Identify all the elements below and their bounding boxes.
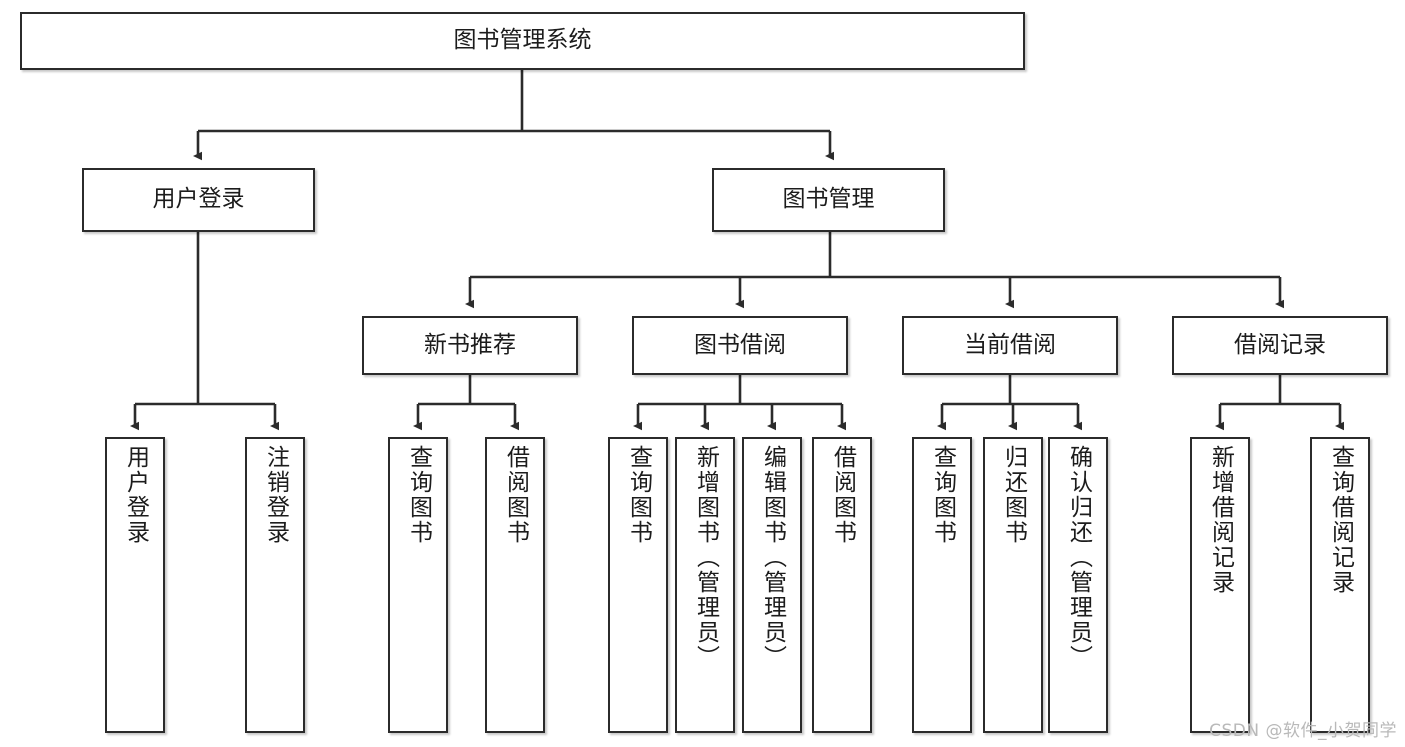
- leaf-query-borrow-record[interactable]: 查询借阅记录: [1310, 437, 1370, 733]
- leaf-label: 新增借阅记录: [1207, 445, 1234, 595]
- node-user-login[interactable]: 用户登录: [82, 168, 315, 232]
- leaf-label: 归还图书: [1000, 445, 1027, 545]
- leaf-label: 借阅图书: [502, 445, 529, 545]
- node-book-borrow[interactable]: 图书借阅: [632, 316, 848, 375]
- leaf-logout[interactable]: 注销登录: [245, 437, 305, 733]
- leaf-label: 查询借阅记录: [1327, 445, 1354, 595]
- leaf-label: 新增图书（管理员）: [692, 445, 719, 670]
- leaf-label: 借阅图书: [829, 445, 856, 545]
- leaf-user-login[interactable]: 用户登录: [105, 437, 165, 733]
- leaf-query-book-current[interactable]: 查询图书: [912, 437, 972, 733]
- node-new-book-recommend-label: 新书推荐: [424, 331, 516, 358]
- leaf-borrow-book-recommend[interactable]: 借阅图书: [485, 437, 545, 733]
- node-current-borrow[interactable]: 当前借阅: [902, 316, 1118, 375]
- node-book-management[interactable]: 图书管理: [712, 168, 945, 232]
- node-borrow-record-label: 借阅记录: [1234, 331, 1326, 358]
- leaf-add-book-admin[interactable]: 新增图书（管理员）: [675, 437, 735, 733]
- leaf-label: 编辑图书（管理员）: [759, 445, 786, 670]
- node-book-borrow-label: 图书借阅: [694, 331, 786, 358]
- leaf-return-book[interactable]: 归还图书: [983, 437, 1043, 733]
- node-current-borrow-label: 当前借阅: [964, 331, 1056, 358]
- node-new-book-recommend[interactable]: 新书推荐: [362, 316, 578, 375]
- leaf-edit-book-admin[interactable]: 编辑图书（管理员）: [742, 437, 802, 733]
- leaf-label: 确认归还（管理员）: [1065, 445, 1092, 670]
- node-book-management-label: 图书管理: [782, 186, 875, 213]
- leaf-query-book-recommend[interactable]: 查询图书: [388, 437, 448, 733]
- node-borrow-record[interactable]: 借阅记录: [1172, 316, 1388, 375]
- leaf-confirm-return-admin[interactable]: 确认归还（管理员）: [1048, 437, 1108, 733]
- node-user-login-label: 用户登录: [152, 186, 245, 213]
- leaf-label: 用户登录: [122, 445, 149, 545]
- leaf-query-book-borrow[interactable]: 查询图书: [608, 437, 668, 733]
- leaf-borrow-book[interactable]: 借阅图书: [812, 437, 872, 733]
- leaf-label: 查询图书: [625, 445, 652, 545]
- leaf-add-borrow-record[interactable]: 新增借阅记录: [1190, 437, 1250, 733]
- node-root-label: 图书管理系统: [453, 27, 592, 54]
- watermark: CSDN @软件_小贺同学: [1209, 721, 1397, 741]
- leaf-label: 查询图书: [929, 445, 956, 545]
- node-root[interactable]: 图书管理系统: [20, 12, 1025, 70]
- leaf-label: 查询图书: [405, 445, 432, 545]
- leaf-label: 注销登录: [262, 445, 289, 545]
